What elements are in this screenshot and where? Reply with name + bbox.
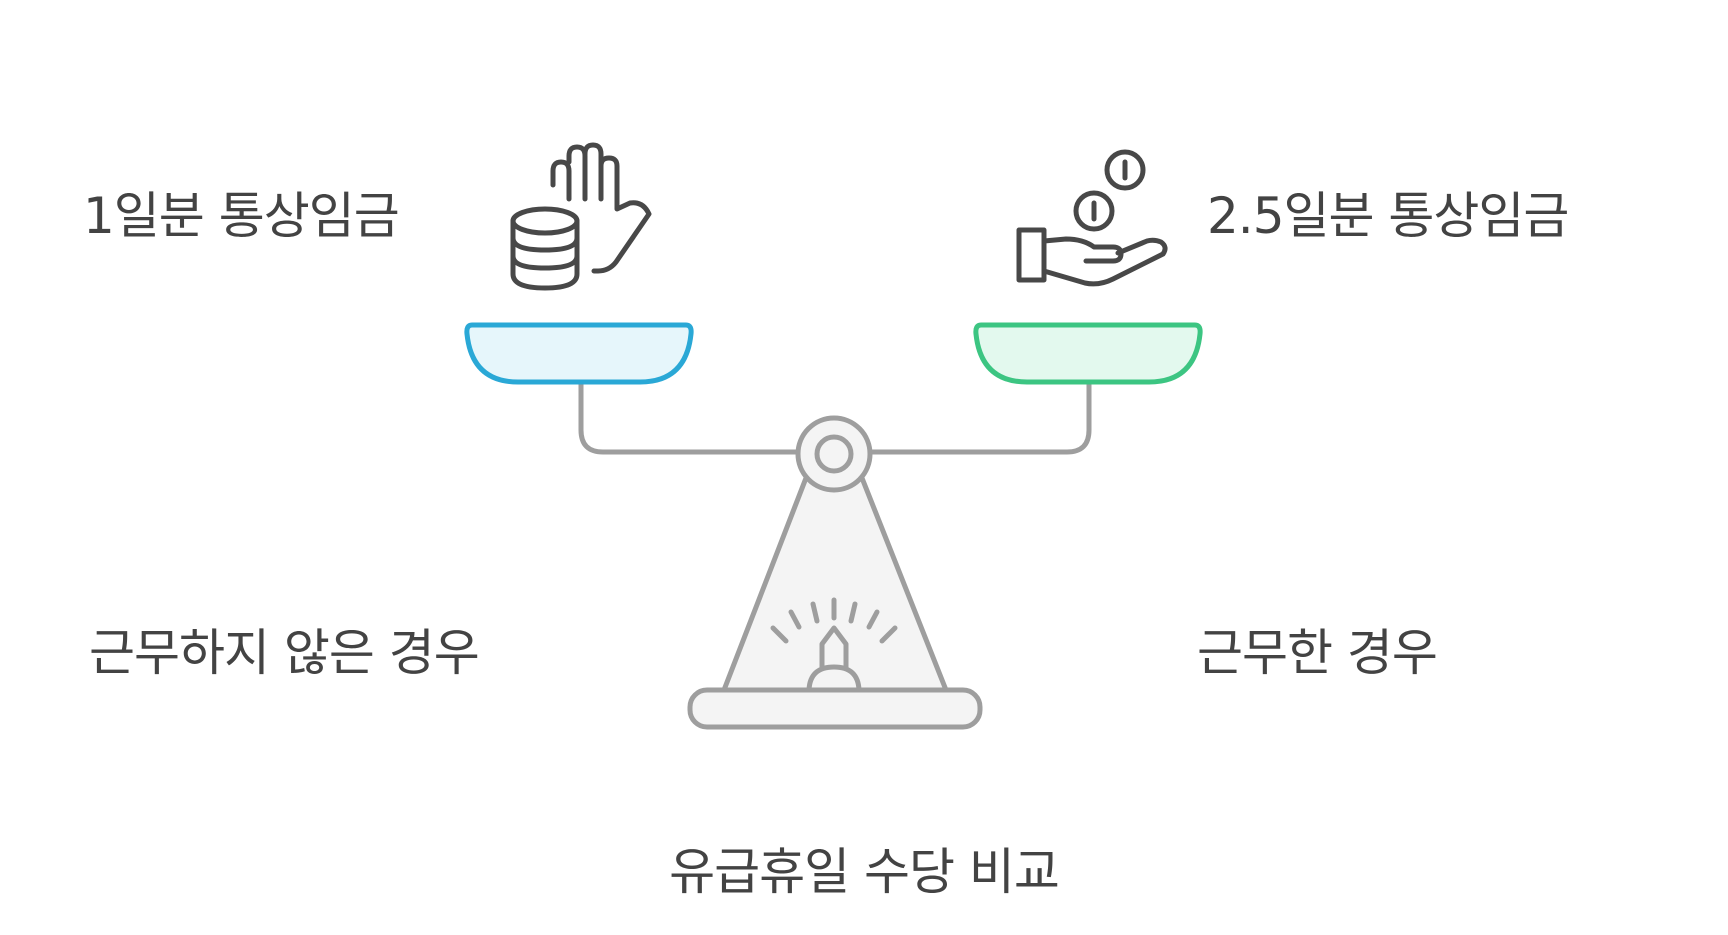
hand-receiving-coins-icon <box>1016 149 1168 287</box>
left-bottom-label: 근무하지 않은 경우 <box>89 624 480 682</box>
pivot-center <box>814 434 854 474</box>
right-top-label: 2.5일분 통상임금 <box>1207 187 1569 245</box>
scale-base <box>687 687 983 730</box>
coins-hand-icon <box>510 142 652 291</box>
right-pan <box>973 322 1203 385</box>
right-hanger-rod <box>831 379 1092 455</box>
left-pan <box>464 322 694 385</box>
gauge-indicator <box>770 597 898 693</box>
diagram-title: 유급휴일 수당 비교 <box>669 843 1060 901</box>
left-top-label: 1일분 통상임금 <box>83 187 400 245</box>
left-hanger-rod <box>578 379 839 455</box>
right-bottom-label: 근무한 경우 <box>1197 624 1438 682</box>
